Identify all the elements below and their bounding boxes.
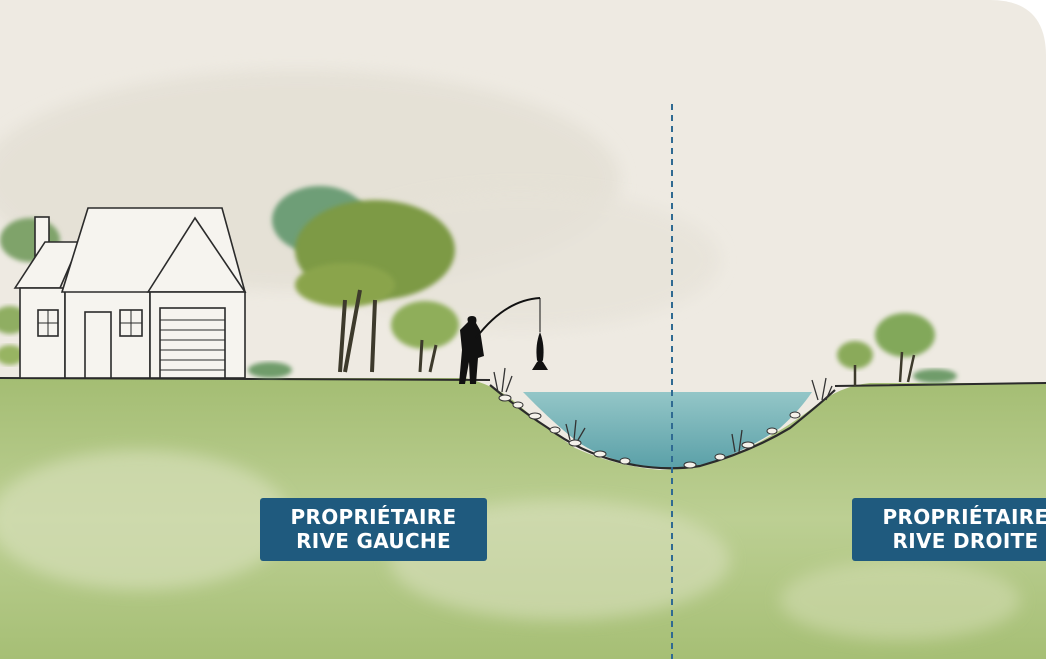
fish-icon bbox=[532, 332, 548, 370]
left-bank-owner-label: PROPRIÉTAIRE RIVE GAUCHE bbox=[260, 498, 487, 561]
house-icon bbox=[13, 207, 247, 379]
fisherman-icon bbox=[459, 297, 541, 384]
right-bank-owner-label: PROPRIÉTAIRE RIVE DROITE bbox=[852, 498, 1046, 561]
right-label-line2: RIVE DROITE bbox=[892, 529, 1039, 553]
left-label-line2: RIVE GAUCHE bbox=[296, 529, 451, 553]
reeds bbox=[493, 367, 833, 453]
left-label-line1: PROPRIÉTAIRE bbox=[290, 505, 457, 529]
right-label-line1: PROPRIÉTAIRE bbox=[882, 505, 1046, 529]
tree-group-right bbox=[837, 313, 957, 386]
bank-stones bbox=[498, 394, 801, 469]
